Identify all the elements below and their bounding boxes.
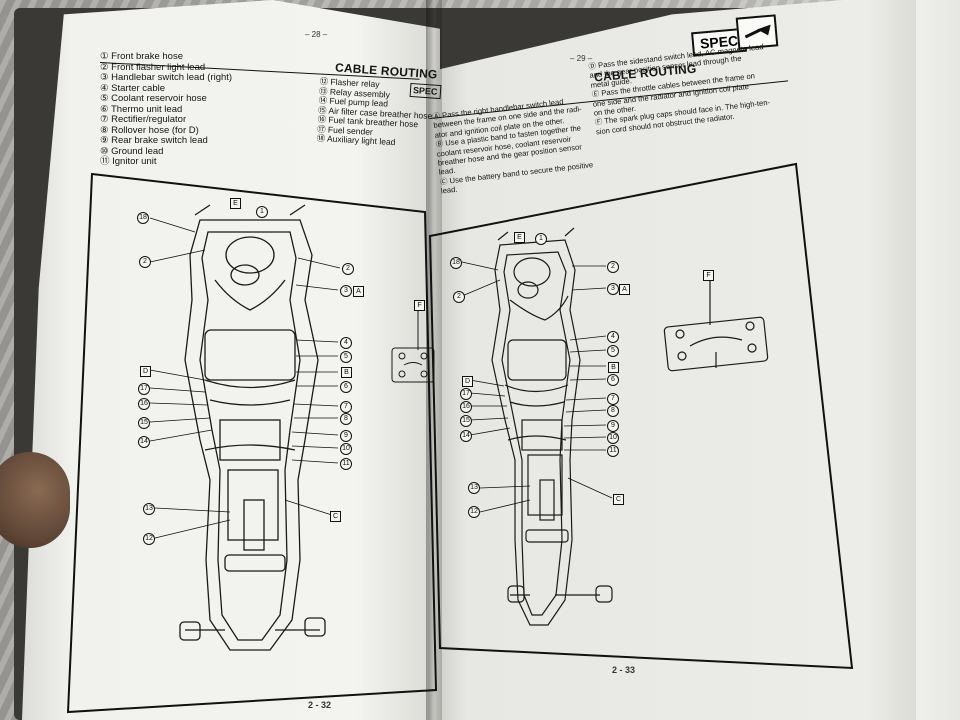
legend-item: ⑪ Ignitor unit — [100, 156, 157, 167]
callout-14: 14 — [138, 436, 150, 448]
callout-3: 3 — [340, 285, 352, 297]
legend-item: ⑦ Rectifier/regulator — [100, 114, 187, 125]
callout-3: 3 — [607, 283, 619, 295]
callout-E: E — [514, 232, 525, 243]
callout-F: F — [414, 300, 425, 311]
right-footer-page-number: 2 - 33 — [612, 665, 636, 675]
legend-item: ⑩ Ground lead — [100, 145, 164, 157]
callout-9: 9 — [340, 430, 352, 442]
left-footer-page-number: 2 - 32 — [308, 700, 332, 710]
right-page — [428, 0, 916, 720]
callout-13: 13 — [143, 503, 155, 515]
legend-item: ① Front brake hose — [100, 51, 183, 62]
callout-12: 12 — [143, 533, 155, 545]
callout-F: F — [703, 270, 714, 281]
legend-item: ⑨ Rear brake switch lead — [100, 135, 208, 146]
callout-17: 17 — [460, 388, 472, 400]
callout-16: 16 — [138, 398, 150, 410]
legend-item: ⑥ Thermo unit lead — [100, 103, 183, 115]
callout-16: 16 — [460, 401, 472, 413]
callout-2: 2 — [139, 256, 151, 268]
left-legend-col1: ① Front brake hose ② Front flasher light… — [100, 51, 233, 168]
callout-14: 14 — [460, 430, 472, 442]
callout-8: 8 — [340, 413, 352, 425]
callout-5: 5 — [340, 351, 352, 363]
callout-12: 12 — [468, 506, 480, 518]
callout-C: C — [330, 511, 341, 522]
callout-18: 18 — [137, 212, 149, 224]
callout-11: 11 — [607, 445, 619, 457]
legend-item: ② Front flasher light lead — [100, 61, 206, 73]
callout-7: 7 — [607, 393, 619, 405]
callout-A: A — [619, 284, 630, 295]
callout-D: D — [462, 376, 473, 387]
callout-8: 8 — [607, 405, 619, 417]
callout-9: 9 — [607, 420, 619, 432]
callout-E: E — [230, 198, 241, 209]
callout-10: 10 — [340, 443, 352, 455]
left-header-page-number: – 28 – — [305, 30, 328, 39]
callout-2: 2 — [342, 263, 354, 275]
right-header-page-number: – 29 – — [570, 54, 593, 63]
callout-B: B — [608, 362, 619, 373]
wrench-icon — [735, 14, 779, 50]
callout-11: 11 — [340, 458, 352, 470]
callout-1: 1 — [535, 233, 547, 245]
callout-13: 13 — [468, 482, 480, 494]
legend-item: ⑤ Coolant reservoir hose — [100, 93, 207, 104]
left-page — [22, 0, 440, 720]
callout-15: 15 — [138, 417, 150, 429]
callout-B: B — [341, 367, 352, 378]
legend-item: ④ Starter cable — [100, 82, 166, 94]
callout-18: 18 — [450, 257, 462, 269]
callout-A: A — [353, 286, 364, 297]
callout-10: 10 — [607, 432, 619, 444]
callout-7: 7 — [340, 401, 352, 413]
legend-item: ③ Handlebar switch lead (right) — [100, 72, 233, 83]
legend-item: ⑧ Rollover hose (for D) — [100, 124, 199, 136]
callout-4: 4 — [607, 331, 619, 343]
callout-4: 4 — [340, 337, 352, 349]
callout-2: 2 — [607, 261, 619, 273]
callout-5: 5 — [607, 345, 619, 357]
callout-1: 1 — [256, 206, 268, 218]
callout-2: 2 — [453, 291, 465, 303]
callout-15: 15 — [460, 415, 472, 427]
callout-6: 6 — [607, 374, 619, 386]
callout-17: 17 — [138, 383, 150, 395]
callout-D: D — [140, 366, 151, 377]
thumb — [0, 452, 70, 548]
callout-6: 6 — [340, 381, 352, 393]
callout-C: C — [613, 494, 624, 505]
